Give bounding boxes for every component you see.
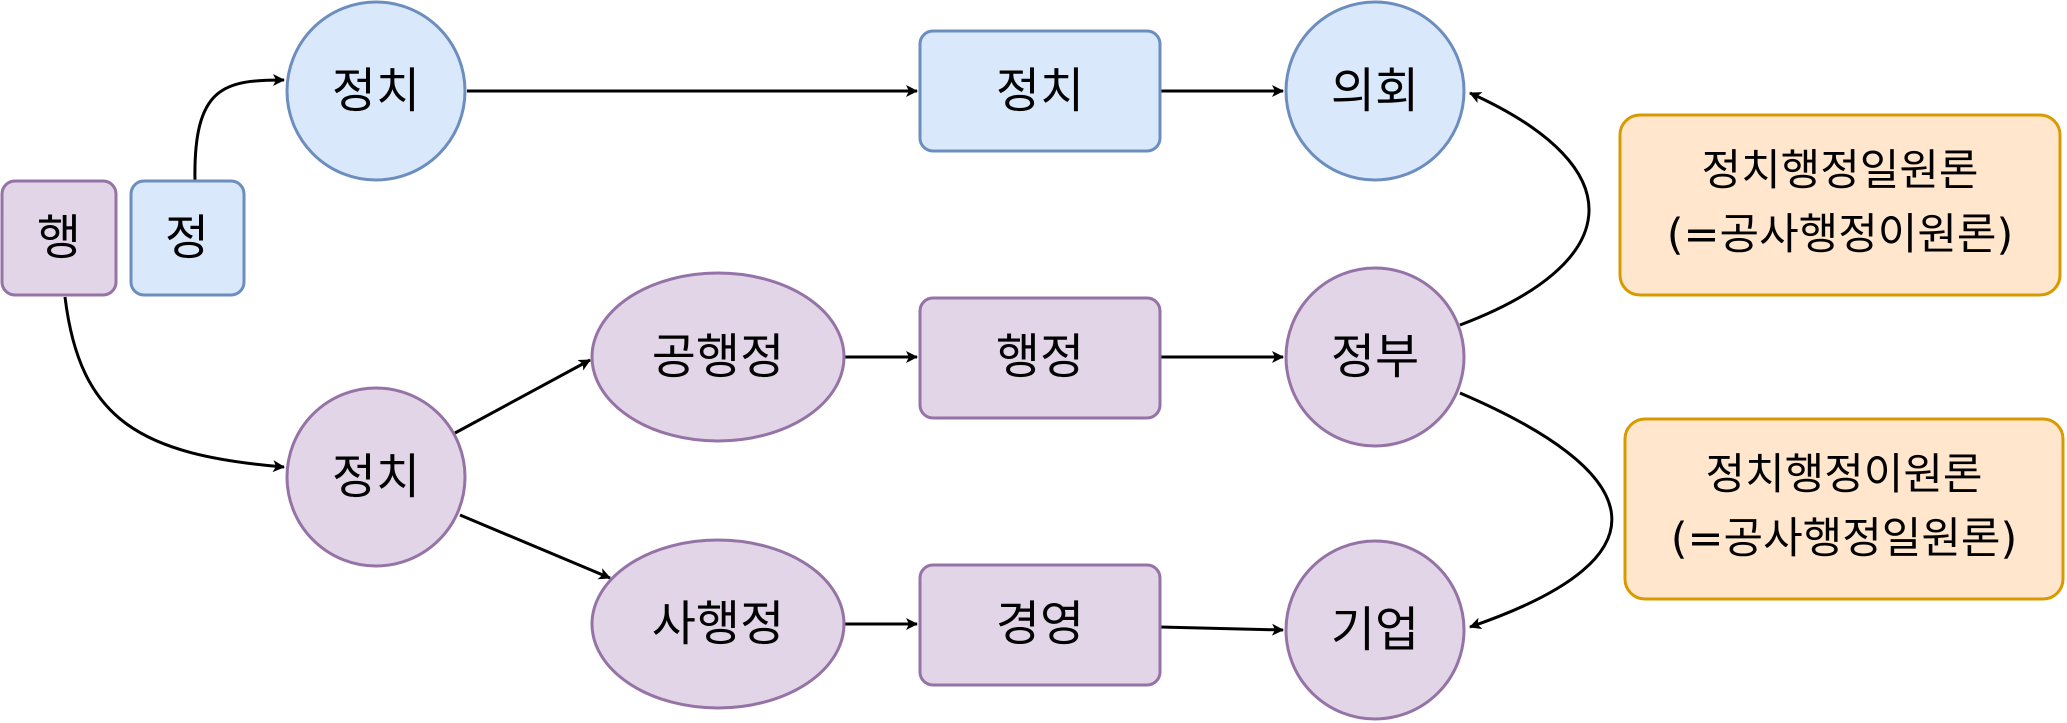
edge-government-to-enterprise [1459,391,1614,630]
note-monism: 정치행정일원론 (=공사행정이원론) [1618,113,2062,297]
node-administration-label: 행정 [996,329,1084,385]
node-public-admin-label: 공행정 [652,329,784,385]
node-politics-top-box: 정치 [918,29,1162,153]
node-assembly-label: 의회 [1331,63,1419,119]
node-management-label: 경영 [996,596,1084,652]
note-dualism-line-2: (=공사행정일원론) [1671,514,2018,564]
node-haeng-label: 행 [37,210,81,266]
node-politics-top-box-label: 정치 [996,63,1084,119]
edge-haeng-to-politics-bottom [63,296,285,473]
node-politics-top-circle: 정치 [285,0,467,182]
node-private-admin-label: 사행정 [652,596,784,652]
node-government: 정부 [1284,266,1466,448]
node-government-label: 정부 [1331,329,1419,385]
node-public-admin: 공행정 [590,271,846,443]
node-jeong: 정 [129,179,246,297]
node-politics-bottom-circle: 정치 [285,386,467,568]
node-management: 경영 [918,563,1162,687]
node-politics-top-circle-label: 정치 [332,63,420,119]
note-dualism-line-1: 정치행정이원론 [1706,450,1983,500]
node-haeng: 행 [0,179,118,297]
edge-jeong-to-politics-top [193,74,285,183]
node-jeong-label: 정 [165,210,209,266]
note-monism-line-1: 정치행정일원론 [1702,146,1979,196]
node-assembly: 의회 [1284,0,1466,182]
node-private-admin: 사행정 [590,538,846,710]
node-administration: 행정 [918,296,1162,420]
note-monism-line-2: (=공사행정이원론) [1667,210,2014,260]
note-dualism: 정치행정이원론 (=공사행정일원론) [1623,417,2065,601]
edge-politics-to-public-admin [454,358,591,435]
node-enterprise: 기업 [1284,539,1466,721]
edge-government-to-assembly [1459,91,1591,327]
node-politics-bottom-circle-label: 정치 [332,449,420,505]
edges [63,74,1614,636]
edge-management-to-enterprise [1159,623,1284,636]
node-enterprise-label: 기업 [1331,602,1419,658]
edge-politics-to-private-admin [459,513,611,580]
